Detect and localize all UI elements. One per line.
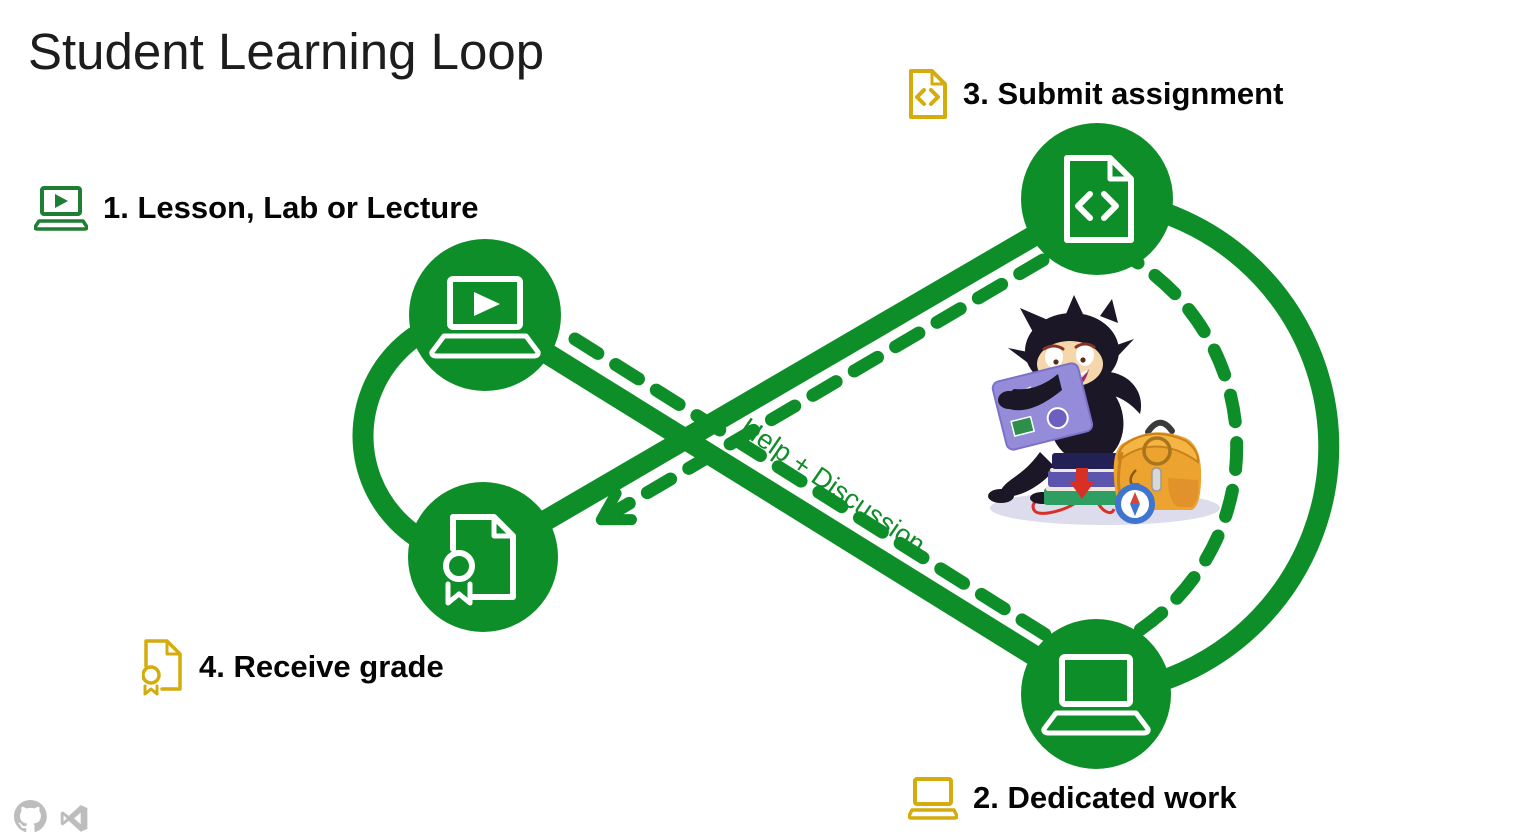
step-label-text: 1. Lesson, Lab or Lecture xyxy=(103,190,479,225)
node-lesson-circle xyxy=(409,239,561,391)
step-label-work: 2. Dedicated work xyxy=(908,776,1237,820)
step-label-submit: 3. Submit assignment xyxy=(908,68,1283,120)
visual-studio-logo xyxy=(60,805,88,832)
loop-solid-path xyxy=(352,188,1340,705)
laptop-play-icon xyxy=(34,186,88,231)
backpack-zipper xyxy=(1151,467,1162,492)
dashed-segment-lesson-to-work xyxy=(568,332,1053,642)
node-grade-circle xyxy=(408,482,558,632)
certificate-file-icon xyxy=(142,639,182,696)
node-work xyxy=(1021,619,1171,769)
certificate-file-icon xyxy=(443,514,516,606)
github-logo xyxy=(14,800,47,832)
octocat-illustration xyxy=(988,295,1220,525)
backpack-pocket xyxy=(1168,478,1199,507)
code-file-icon xyxy=(909,69,947,119)
octocat-hand xyxy=(998,391,1020,409)
step-label-text: 3. Submit assignment xyxy=(963,76,1284,111)
node-work-circle xyxy=(1021,619,1171,769)
octocat-arm-right xyxy=(1094,371,1142,414)
help-loop-dashed-path xyxy=(568,222,1244,672)
laptop-sticker-green xyxy=(1010,415,1036,437)
laptop-icon xyxy=(1041,654,1151,736)
compass xyxy=(1115,469,1155,524)
ribbon-bookmark xyxy=(1069,468,1095,499)
node-lesson xyxy=(409,239,561,391)
laptop-play-icon xyxy=(429,276,541,359)
step-label-grade: 4. Receive grade xyxy=(142,638,444,696)
backpack-github-logo xyxy=(1142,436,1172,466)
step-label-lesson: 1. Lesson, Lab or Lecture xyxy=(34,185,479,231)
laptop-sticker-umbrella xyxy=(1046,407,1069,430)
node-submit-circle xyxy=(1021,123,1173,275)
code-file-icon xyxy=(1064,155,1134,243)
laptop-icon xyxy=(908,777,958,820)
dashed-segment-right-arc xyxy=(1045,222,1244,672)
step-label-text: 4. Receive grade xyxy=(199,649,444,684)
page-title: Student Learning Loop xyxy=(28,23,545,80)
node-grade xyxy=(408,482,558,632)
node-submit xyxy=(1021,123,1173,275)
step-label-text: 2. Dedicated work xyxy=(973,780,1237,815)
book-stack xyxy=(1044,453,1126,505)
dashed-segment-submit-to-grade xyxy=(595,253,1050,526)
